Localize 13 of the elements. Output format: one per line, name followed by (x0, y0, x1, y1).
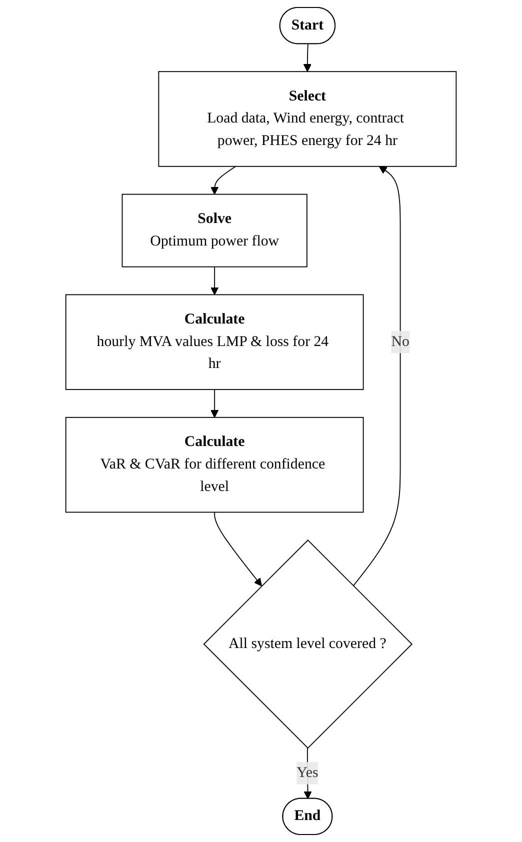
arrow (210, 266, 219, 296)
edge-label: Yes (296, 764, 318, 781)
node-box: Calculate VaR & CVaR for different confidence level (65, 416, 364, 513)
node-box: Calculate hourly MVA values LMP & loss for 24 hr (65, 294, 364, 390)
edge-label: No (391, 334, 410, 350)
arrow (352, 166, 401, 586)
arrow (303, 44, 312, 72)
node-box: Select Load data, Wind energy, contract power, PHES energy for 24 hr (158, 71, 457, 167)
node-diamond: All system level covered ? (203, 539, 413, 749)
node-box: Solve Optimum power flow (122, 194, 308, 268)
arrow (214, 512, 262, 586)
arrow (210, 389, 219, 418)
arrow (210, 166, 236, 195)
